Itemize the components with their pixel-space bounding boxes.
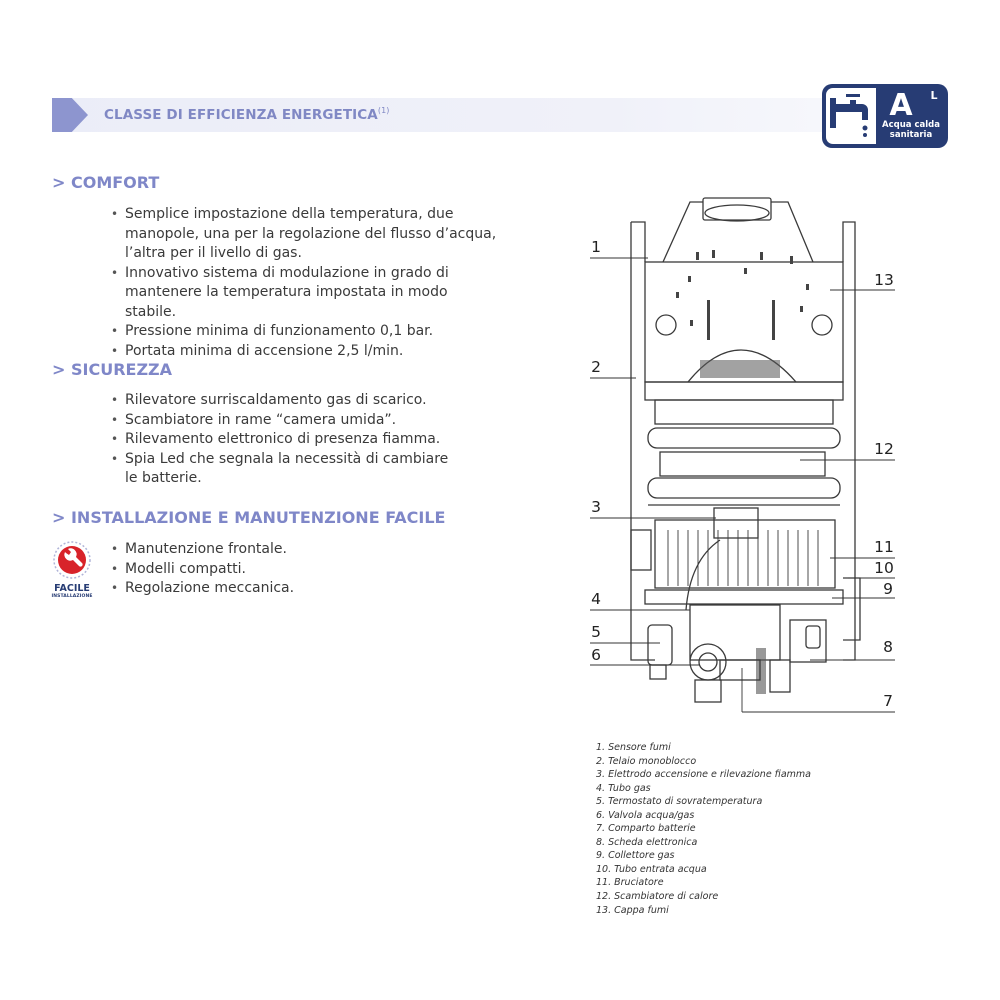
list-item: Semplice impostazione della temperatura,… <box>110 205 500 264</box>
legend-item: 10. Tubo entrata acqua <box>596 863 707 875</box>
callout-12: 12 <box>874 440 894 458</box>
list-item: Portata minima di accensione 2,5 l/min. <box>110 342 500 362</box>
legend-item: 9. Collettore gas <box>596 850 675 862</box>
callout-3: 3 <box>591 498 601 516</box>
legend-item: 3. Elettrodo accensione e rilevazione fi… <box>596 769 811 781</box>
efficiency-title-text: CLASSE DI EFFICIENZA ENERGETICA <box>104 107 378 123</box>
list-item: Regolazione meccanica. <box>110 579 410 599</box>
callout-4: 4 <box>591 590 601 608</box>
load-profile: L <box>930 89 938 102</box>
legend-item: 12. Scambiatore di calore <box>596 891 719 903</box>
efficiency-banner <box>52 98 852 132</box>
comfort-list: Semplice impostazione della temperatura,… <box>110 205 500 361</box>
efficiency-title-note: (1) <box>377 106 390 115</box>
callout-11: 11 <box>874 538 894 556</box>
legend-item: 13. Cappa fumi <box>596 904 669 916</box>
badge-caption-line1: Acqua calda <box>882 120 940 130</box>
callout-8: 8 <box>883 638 893 656</box>
facile-badge <box>50 540 94 600</box>
section-title-installazione: > INSTALLAZIONE E MANUTENZIONE FACILE <box>52 508 446 527</box>
callout-1: 1 <box>591 238 601 256</box>
list-item: Rilevamento elettronico di presenza fiam… <box>110 430 460 450</box>
tap-icon <box>826 88 876 144</box>
efficiency-title: CLASSE DI EFFICIENZA ENERGETICA(1) <box>104 106 390 123</box>
facile-badge-subtitle: INSTALLAZIONE <box>51 594 93 599</box>
water-heater-diagram <box>590 197 895 713</box>
callout-10: 10 <box>874 559 894 577</box>
legend-item: 4. Tubo gas <box>596 782 651 794</box>
legend-item: 5. Termostato di sovratemperatura <box>596 796 763 808</box>
legend-item: 11. Bruciatore <box>596 877 664 889</box>
legend-item: 2. Telaio monoblocco <box>596 755 697 767</box>
list-item: Modelli compatti. <box>110 560 410 580</box>
legend-item: 1. Sensore fumi <box>596 742 671 753</box>
list-item: Pressione minima di funzionamento 0,1 ba… <box>110 322 500 342</box>
callout-5: 5 <box>591 623 601 641</box>
legend-item: 7. Comparto batterie <box>596 823 696 835</box>
badge-caption-line2: sanitaria <box>889 130 933 140</box>
callout-6: 6 <box>591 646 601 664</box>
callout-9: 9 <box>883 580 893 598</box>
list-item: Rilevatore surriscaldamento gas di scari… <box>110 391 460 411</box>
list-item: Scambiatore in rame “camera umida”. <box>110 411 460 431</box>
legend-item: 8. Scheda elettronica <box>596 836 698 848</box>
diagram-legend: 1. Sensore fumi 2. Telaio monoblocco 3. … <box>596 741 811 917</box>
energy-grade: A <box>889 88 913 123</box>
energy-class-badge: A L Acqua calda sanitaria <box>822 84 948 148</box>
facile-badge-title: FACILE <box>54 583 90 594</box>
list-item: Innovativo sistema di modulazione in gra… <box>110 264 500 323</box>
callout-7: 7 <box>883 692 893 710</box>
list-item: Manutenzione frontale. <box>110 540 410 560</box>
sicurezza-list: Rilevatore surriscaldamento gas di scari… <box>110 391 460 489</box>
list-item: Spia Led che segnala la necessità di cam… <box>110 450 460 489</box>
installazione-list: Manutenzione frontale. Modelli compatti.… <box>110 540 410 599</box>
badge-caption: Acqua calda sanitaria <box>872 120 950 140</box>
legend-item: 6. Valvola acqua/gas <box>596 809 695 821</box>
callout-13: 13 <box>874 271 894 289</box>
callout-2: 2 <box>591 358 601 376</box>
section-title-sicurezza: > SICUREZZA <box>52 360 173 379</box>
wrench-icon <box>53 541 91 579</box>
section-title-comfort: > COMFORT <box>52 173 160 192</box>
